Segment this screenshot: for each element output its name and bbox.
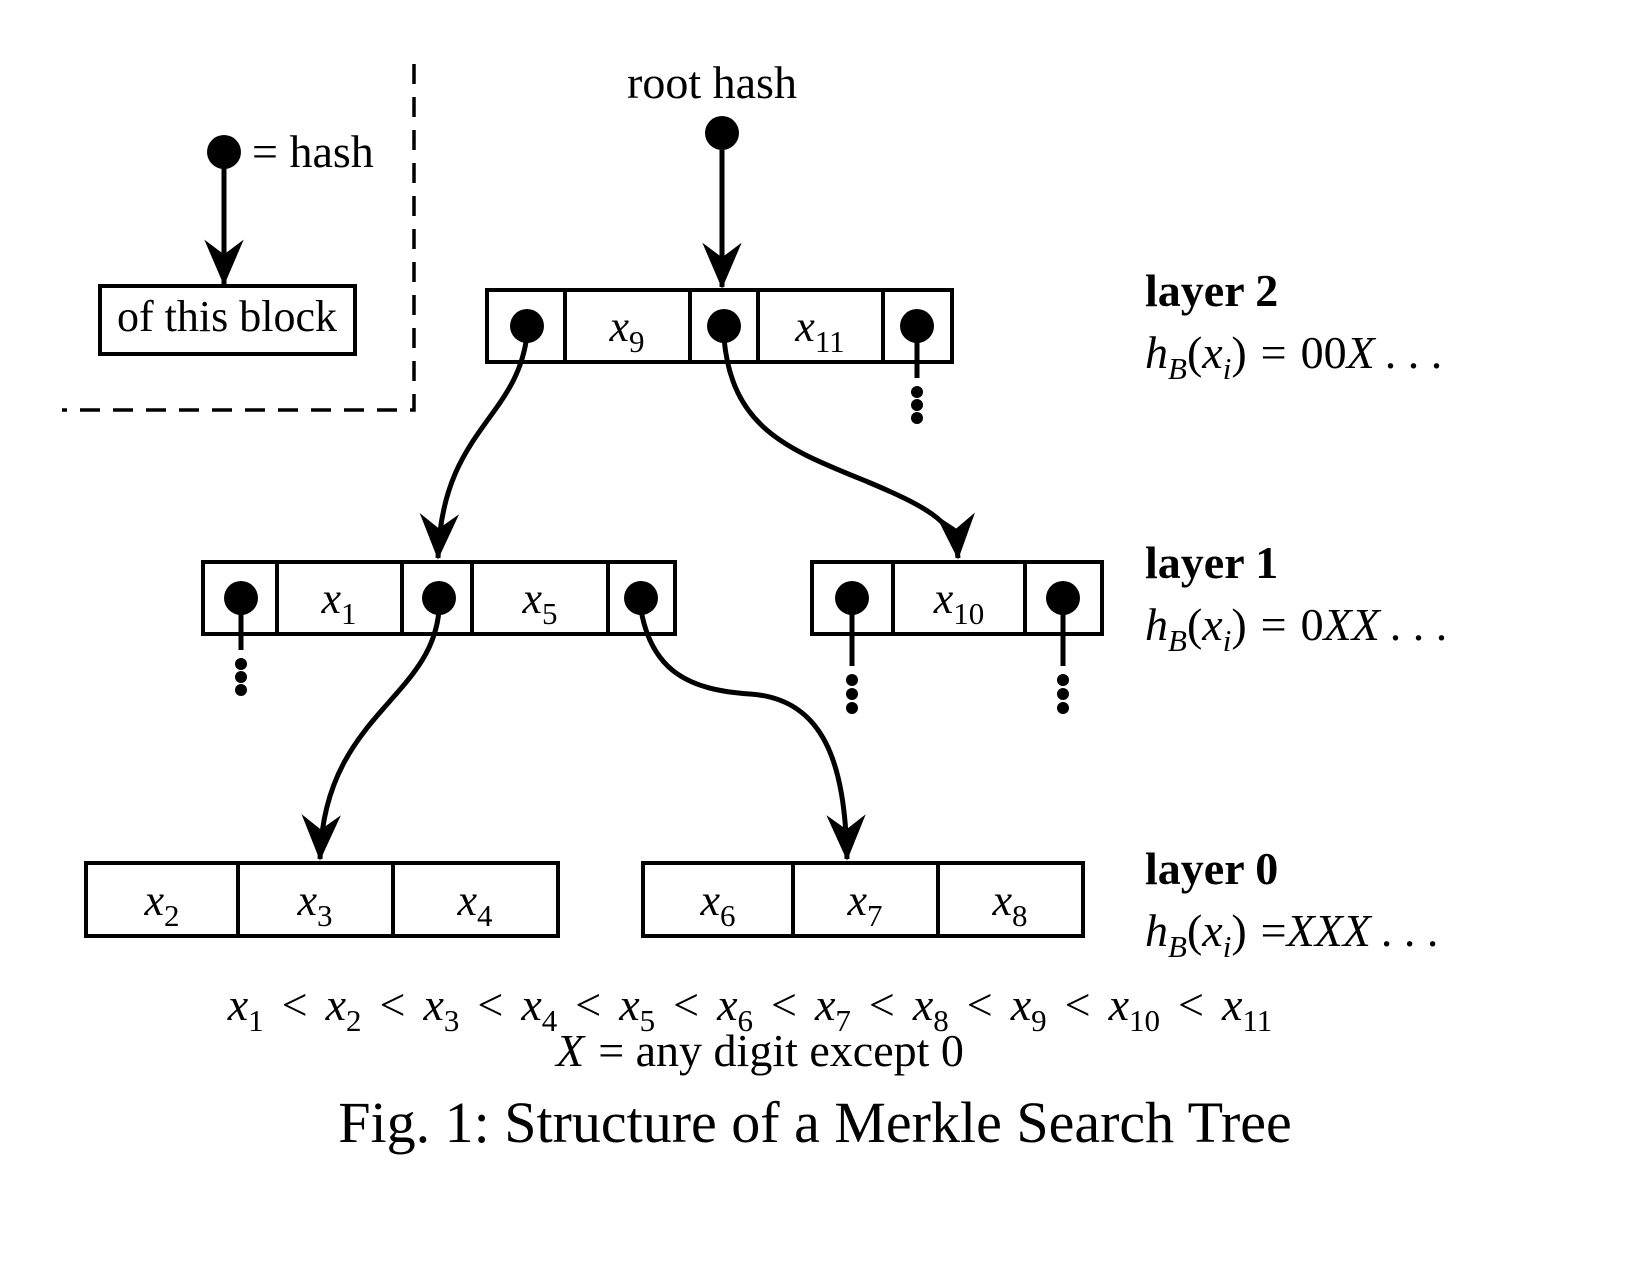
ellipsis-dot [1057, 688, 1069, 700]
root-hash-label: root hash [627, 57, 797, 108]
layer1-left-node-box [201, 560, 677, 636]
ellipsis-dot [1057, 702, 1069, 714]
subtree-ellipsis [1057, 600, 1069, 714]
ellipsis-dot [235, 658, 247, 670]
subtree-ellipsis [846, 600, 858, 714]
key-label-x8: x8 [991, 876, 1027, 933]
layer1-annotation: layer 1 hB(xi)=0XX. . . [1145, 537, 1447, 658]
layer1-right-node: x10 [810, 560, 1104, 714]
root-hash-dot-icon [705, 116, 739, 150]
layer1-right-node-box [810, 560, 1104, 636]
hash-dot-icon [707, 309, 741, 343]
hash-dot-icon [835, 581, 869, 615]
layer2-annotation: layer 2 hB(xi)=00X. . . [1145, 265, 1442, 386]
layer2-to-layer1-left-arrow [419, 334, 530, 560]
key-label-x7: x7 [846, 876, 882, 933]
subtree-ellipsis [235, 600, 247, 696]
layer1-to-layer0-right-arrow [638, 609, 866, 861]
legend: = hash of this block [62, 64, 416, 412]
layer2-hash-formula: hB(xi)=00X. . . [1145, 327, 1442, 386]
hash-dot-icon [510, 309, 544, 343]
key-label-x9: x9 [608, 302, 644, 359]
ellipsis-dot [846, 702, 858, 714]
layer0-left-node: x2 x3 x4 [84, 861, 560, 938]
hash-dot-icon [422, 581, 456, 615]
ellipsis-dot [235, 684, 247, 696]
key-ordering-line: x1<x2<x3<x4<x5<x6<x7<x8<x9<x10<x11 [227, 979, 1273, 1038]
layer2-name: layer 2 [1145, 265, 1278, 316]
layer2-to-layer1-right-arrow [721, 337, 975, 560]
layer2-node: x9 x11 [485, 288, 954, 424]
layer0-name: layer 0 [1145, 843, 1278, 894]
ellipsis-dot [911, 412, 923, 424]
hash-dot-icon [624, 581, 658, 615]
x-definition-note: X= any digit except 0 [554, 1025, 964, 1076]
ellipsis-dot [911, 399, 923, 411]
layer1-name: layer 1 [1145, 537, 1278, 588]
ellipsis-dot [911, 386, 923, 398]
key-label-x10: x10 [933, 574, 985, 631]
layer0-left-node-box [84, 861, 560, 938]
layer1-to-layer0-left-arrow [301, 609, 442, 861]
layer0-annotation: layer 0 hB(xi)=XXX. . . [1145, 843, 1438, 964]
layer0-right-node: x6 x7 x8 [641, 861, 1085, 938]
key-label-x4: x4 [456, 876, 493, 933]
layer2-node-box [485, 288, 954, 364]
tree-root: root hash [627, 57, 797, 289]
legend-block-label: of this block [117, 292, 337, 341]
hash-dot-icon [900, 309, 934, 343]
layer1-left-node: x1 x5 [201, 560, 677, 696]
subtree-ellipsis [911, 330, 923, 424]
hash-dot-icon [224, 581, 258, 615]
key-label-x5: x5 [521, 574, 557, 631]
key-label-x11: x11 [794, 302, 844, 359]
hash-dot-icon [1046, 581, 1080, 615]
legend-equals-label: = hash [252, 126, 374, 177]
layer0-right-node-box [641, 861, 1085, 938]
ellipsis-dot [1057, 674, 1069, 686]
legend-block-box [98, 284, 357, 356]
ellipsis-dot [235, 671, 247, 683]
key-label-x3: x3 [296, 876, 332, 933]
figure-caption: Fig. 1: Structure of a Merkle Search Tre… [338, 1090, 1292, 1155]
ellipsis-dot [846, 688, 858, 700]
legend-dashed-border [62, 64, 416, 412]
ellipsis-dot [846, 674, 858, 686]
key-label-x2: x2 [143, 876, 179, 933]
hash-dot-icon [207, 135, 241, 169]
layer1-hash-formula: hB(xi)=0XX. . . [1145, 599, 1447, 658]
layer0-hash-formula: hB(xi)=XXX. . . [1145, 905, 1438, 964]
key-label-x1: x1 [320, 574, 356, 631]
key-label-x6: x6 [699, 876, 735, 933]
